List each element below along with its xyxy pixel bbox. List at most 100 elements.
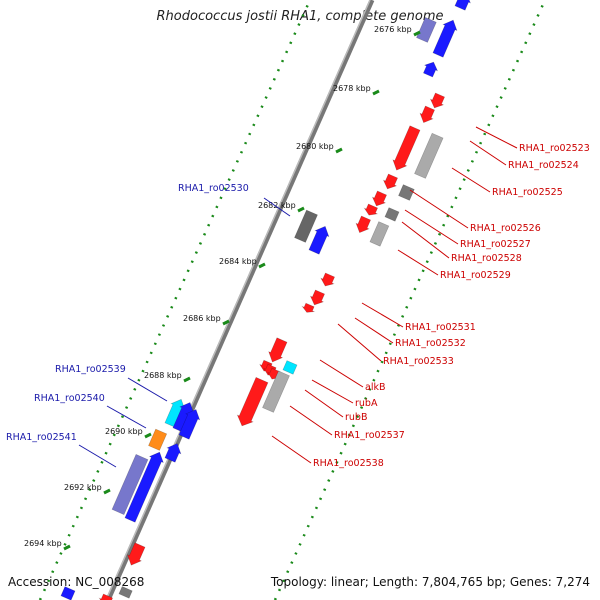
pseudo-gene — [416, 17, 437, 43]
reverse-gene-label: RHA1_ro02524 — [508, 160, 579, 171]
reverse-gene-label: RHA1_ro02531 — [405, 322, 476, 333]
ruler-tick — [63, 544, 71, 551]
reverse-gene — [355, 215, 371, 234]
ruler-tick — [222, 319, 230, 326]
reverse-gene-label: RHA1_ro02525 — [492, 187, 563, 198]
ruler-tick-label: 2694 kbp — [24, 539, 62, 548]
reverse-gene-label: RHA1_ro02527 — [460, 239, 531, 250]
genome-summary: Topology: linear; Length: 7,804,765 bp; … — [270, 575, 590, 589]
backbone-line — [105, 0, 375, 600]
reverse-gene — [392, 125, 421, 171]
reverse-gene — [382, 173, 398, 190]
ruler-tick-label: 2684 kbp — [219, 257, 257, 266]
ruler-tick-label: 2682 kbp — [258, 201, 296, 210]
ruler-dotted-line — [38, 0, 312, 600]
ruler-tick-label: 2676 kbp — [374, 25, 412, 34]
reverse-gene — [98, 593, 113, 600]
reverse-gene — [268, 337, 288, 363]
forward-gene — [124, 451, 164, 523]
reverse-gene-label: RHA1_ro02526 — [470, 223, 541, 234]
forward-gene-label: RHA1_ro02530 — [178, 183, 249, 194]
reverse-gene-label: rubA — [355, 398, 378, 409]
forward-gene — [432, 19, 458, 58]
rna-gene — [414, 132, 444, 179]
forward-gene-label: RHA1_ro02541 — [6, 432, 77, 443]
backbone-highlight — [105, 0, 371, 600]
reverse-gene — [320, 272, 335, 287]
ruler-tick — [413, 30, 421, 37]
rna-gene — [262, 370, 290, 413]
reverse-gene — [301, 302, 316, 313]
label-leader-line — [409, 189, 469, 229]
label-leader-line — [127, 377, 168, 402]
forward-gene-label: RHA1_ro02539 — [55, 364, 126, 375]
genome-backbone — [105, 0, 375, 600]
reverse-gene-label: RHA1_ro02528 — [451, 253, 522, 264]
label-leader-line — [469, 140, 507, 166]
gene-labels: RHA1_ro02530RHA1_ro02539RHA1_ro02540RHA1… — [6, 143, 590, 469]
ruler-tick — [297, 206, 305, 213]
reverse-gene-label: RHA1_ro02523 — [519, 143, 590, 154]
highlighted-gene — [282, 360, 298, 375]
hypothetical-gene — [384, 207, 400, 222]
reverse-gene — [371, 190, 387, 207]
label-leaders — [78, 126, 518, 468]
ruler-ticks: 2676 kbp 2678 kbp 2680 kbp 2682 kbp 2684 kbp… — [24, 25, 421, 551]
hypothetical-gene — [118, 586, 133, 599]
label-leader-line — [289, 405, 333, 436]
label-leader-line — [397, 249, 439, 276]
ruler-tick — [183, 376, 191, 383]
forward-gene — [423, 61, 439, 78]
ruler-tick — [335, 147, 343, 154]
reverse-gene-label: RHA1_ro02538 — [313, 458, 384, 469]
reverse-gene-label: RHA1_ro02537 — [334, 430, 405, 441]
forward-gene — [178, 409, 201, 440]
label-leader-line — [475, 126, 518, 149]
ruler-tick — [372, 89, 380, 96]
reverse-gene — [236, 377, 269, 427]
ruler-tick-label: 2690 kbp — [105, 427, 143, 436]
label-leader-line — [354, 317, 394, 344]
label-leader-line — [304, 389, 344, 418]
label-leader-line — [311, 379, 354, 404]
ruler-tick-label: 2688 kbp — [144, 371, 182, 380]
reverse-gene-label: RHA1_ro02529 — [440, 270, 511, 281]
operon-gene — [148, 428, 168, 451]
accession-text: Accession: NC_008268 — [8, 575, 145, 589]
reverse-gene — [419, 105, 435, 124]
ruler-tick — [258, 262, 266, 269]
rna-gene — [369, 221, 390, 247]
label-leader-line — [263, 197, 291, 217]
label-leader-line — [78, 444, 117, 468]
label-leader-line — [271, 435, 312, 464]
label-leader-line — [451, 167, 491, 193]
forward-gene — [308, 225, 330, 255]
hypothetical-gene — [398, 184, 415, 201]
label-leader-line — [401, 221, 450, 259]
ruler-tick-label: 2680 kbp — [296, 142, 334, 151]
reverse-gene-label: RHA1_ro02533 — [383, 356, 454, 367]
reverse-gene — [363, 203, 379, 216]
forward-gene — [164, 443, 182, 463]
ruler-tick-label: 2692 kbp — [64, 483, 102, 492]
reverse-gene-label: RHA1_ro02532 — [395, 338, 466, 349]
reverse-gene-label: rubB — [345, 412, 367, 423]
ruler-tick — [144, 432, 152, 439]
ruler-tick — [103, 488, 111, 495]
reverse-gene-label: alkB — [365, 382, 385, 393]
gene-features — [60, 0, 471, 600]
map-title: Rhodococcus jostii RHA1, complete genome — [156, 9, 444, 24]
ruler-tick-label: 2686 kbp — [183, 314, 221, 323]
label-leader-line — [361, 302, 404, 328]
ruler-track — [38, 0, 312, 600]
label-leader-line — [337, 323, 382, 362]
label-leader-line — [404, 209, 459, 245]
label-leader-line — [106, 405, 147, 429]
ruler-tick-label: 2678 kbp — [333, 84, 371, 93]
forward-gene-label: RHA1_ro02540 — [34, 393, 105, 404]
label-leader-line — [319, 359, 364, 388]
forward-gene-fragment — [60, 586, 76, 600]
reverse-gene — [429, 92, 445, 109]
pseudo-gene — [111, 454, 149, 515]
